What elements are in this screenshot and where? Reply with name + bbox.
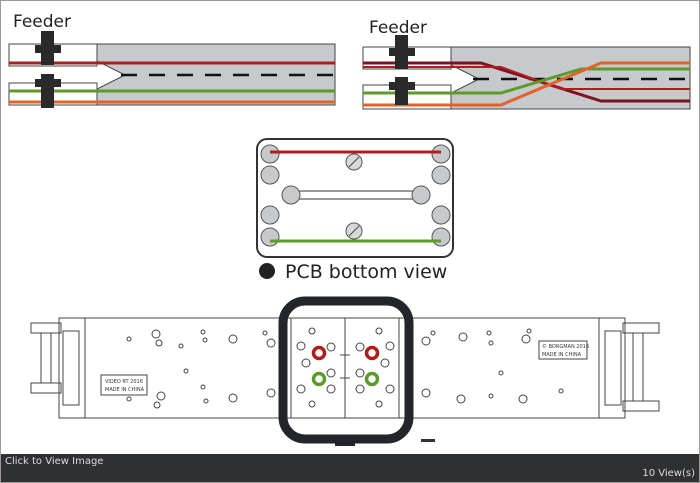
legend-dot-icon [259,263,275,279]
board-stamp-left-2: MADE IN CHINA [105,387,145,393]
feeder-label-right: Feeder [369,18,427,38]
board-stamp-left-1: VIDEO RT 2016 [105,379,143,385]
legend-text: PCB bottom view [285,261,447,283]
circuit-board-drawing [30,317,660,419]
feeder-diagram-straight: Feeder [8,12,336,108]
board-stamp-right-1: © BORGMAN 2016 [542,343,589,350]
wiring-diagram-image: Feeder Feeder [8,12,691,446]
image-footer-bar: Click to View Image 10 View(s) [1,454,699,482]
center-pad-cluster [296,327,395,408]
feeder-label-left: Feeder [13,12,71,32]
image-view[interactable]: Feeder Feeder [1,1,699,454]
feeder-diagram-crossover: Feeder [362,18,691,110]
board-stamp-right-2: MADE IN CHINA [542,352,582,358]
pcb-bottom-view-diagram: PCB bottom view [256,138,454,283]
view-count: 10 View(s) [642,468,695,479]
highlight-bracket [278,296,414,444]
click-to-view-caption[interactable]: Click to View Image [5,456,104,467]
